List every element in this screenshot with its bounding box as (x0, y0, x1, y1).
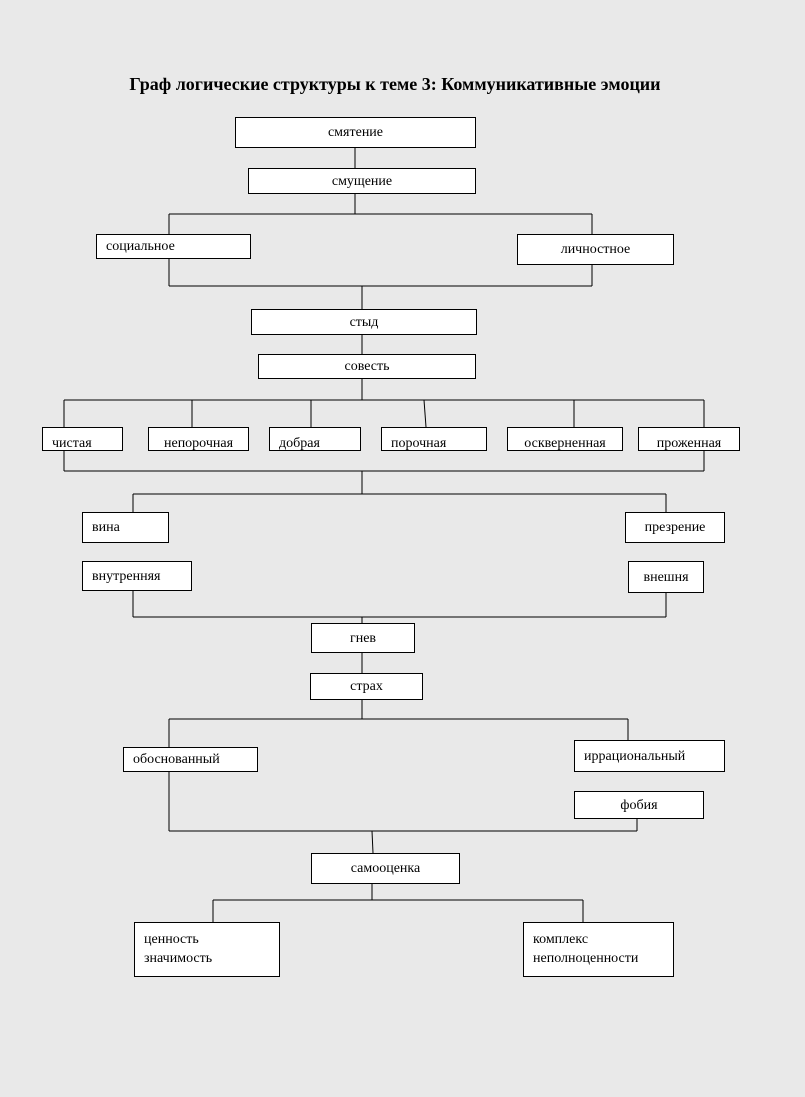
node-vneshnya: внешня (628, 561, 704, 593)
page-title: Граф логические структуры к теме 3: Комм… (129, 74, 661, 94)
node-neporochnaya: непорочная (148, 427, 249, 451)
node-vnutrennyaya: внутренняя (82, 561, 192, 591)
node-oskvernennaya: оскверненная (507, 427, 623, 451)
node-chistaya: чистая (42, 427, 123, 451)
node-tsennost-znachimost: ценность значимость (134, 922, 280, 977)
node-prozhennaya: проженная (638, 427, 740, 451)
node-irratsionalny: иррациональный (574, 740, 725, 772)
node-sovest: совесть (258, 354, 476, 379)
node-kompleks-nepolnotsennosti: комплекс неполноценности (523, 922, 674, 977)
node-vina: вина (82, 512, 169, 543)
node-fobiya: фобия (574, 791, 704, 819)
node-porochnaya: порочная (381, 427, 487, 451)
node-lichnostnoe: личностное (517, 234, 674, 265)
node-smyatenie: смятение (235, 117, 476, 148)
node-strakh: страх (310, 673, 423, 700)
node-prezrenie: презрение (625, 512, 725, 543)
node-dobraya: добрая (269, 427, 361, 451)
node-socialnoe: социальное (96, 234, 251, 259)
node-styd: стыд (251, 309, 477, 335)
node-obosnovanny: обоснованный (123, 747, 258, 772)
node-smushchenie: смущение (248, 168, 476, 194)
node-samootsenka: самооценка (311, 853, 460, 884)
node-gnev: гнев (311, 623, 415, 653)
